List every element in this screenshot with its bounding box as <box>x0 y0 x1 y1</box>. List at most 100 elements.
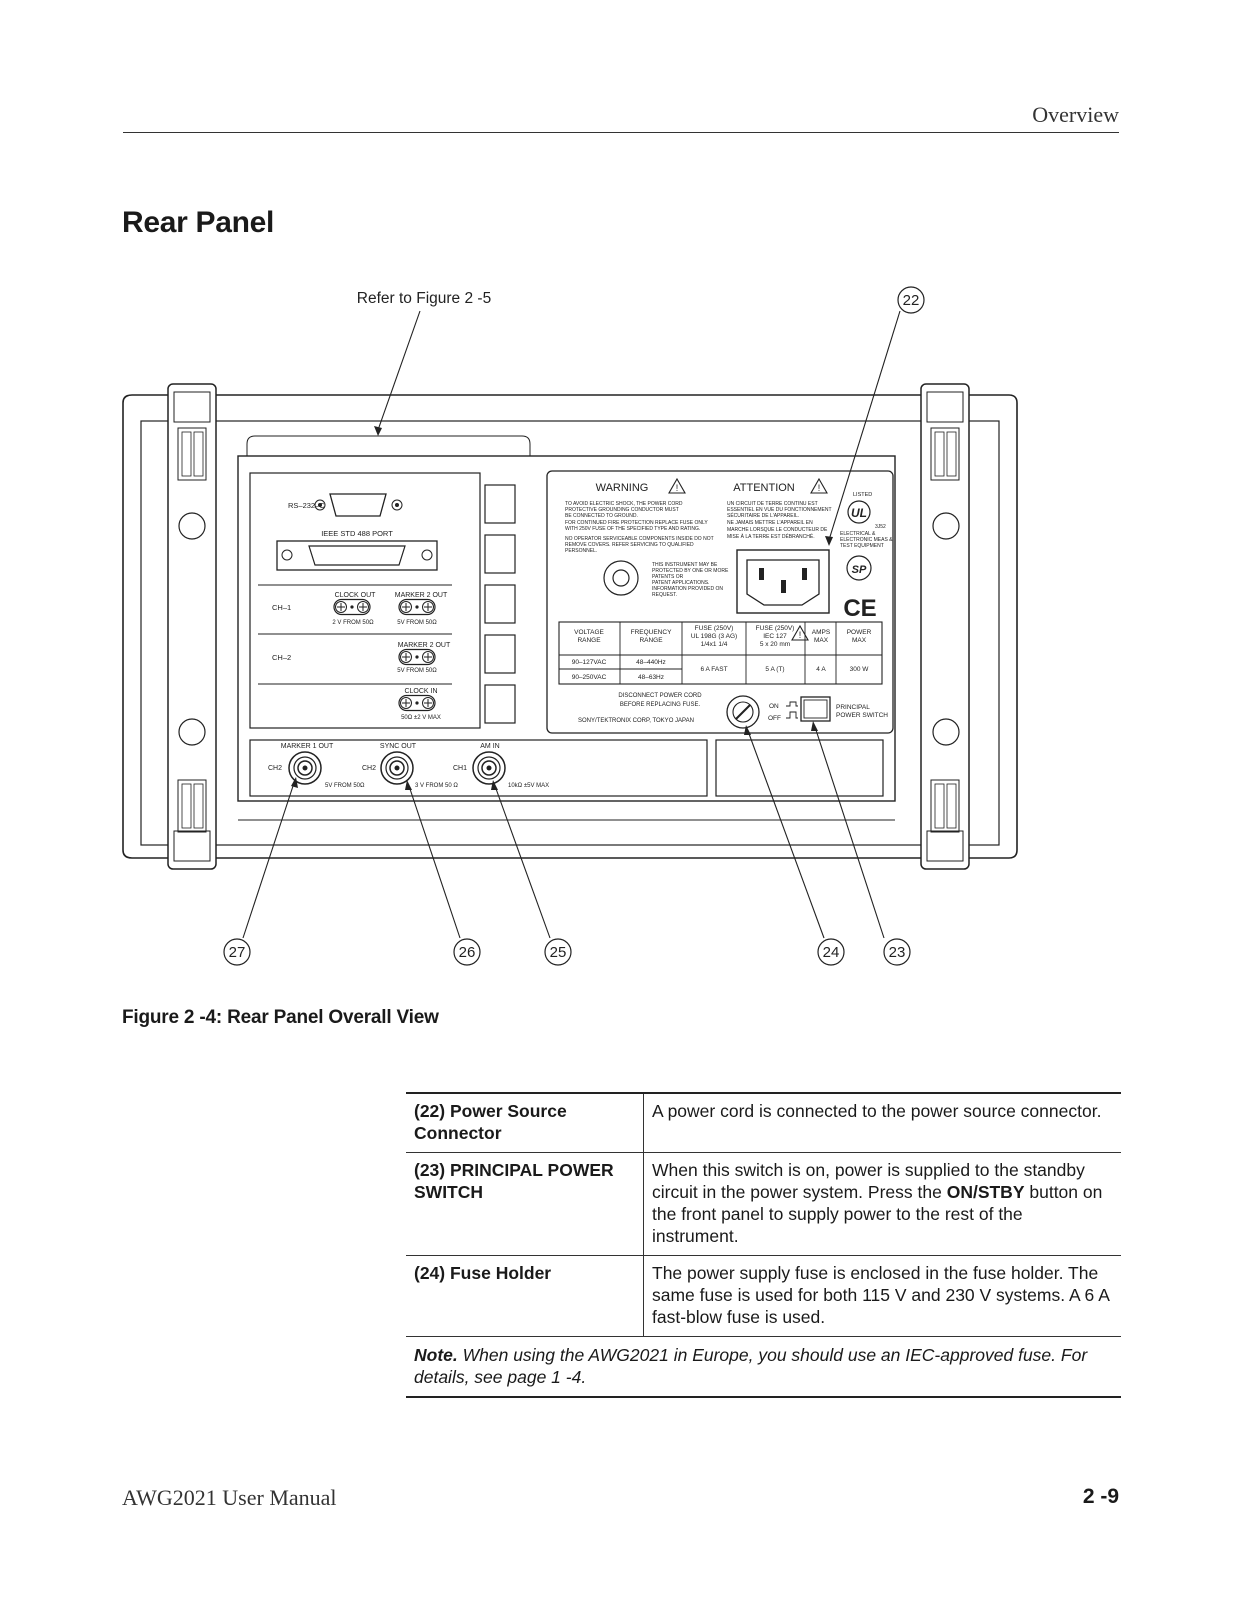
svg-text:MISE À LA TERRE EST DÉBRANCHÉ.: MISE À LA TERRE EST DÉBRANCHÉ. <box>727 533 815 540</box>
svg-text:SP: SP <box>852 564 867 576</box>
sync-ch2-label: CH2 <box>362 765 376 772</box>
instrument-outline: UL SP <box>122 383 1018 870</box>
ul-category-2: ELECTRONIC MEAS & <box>840 537 893 543</box>
svg-text:FUSE (250V): FUSE (250V) <box>695 625 734 632</box>
attention-text-block: UN CIRCUIT DE TERRE CONTINU EST ESSENTIE… <box>727 501 832 540</box>
note-row: Note. When using the AWG2021 in Europe, … <box>406 1336 1121 1398</box>
clock-out-spec: 2 V FROM 50Ω <box>332 620 374 626</box>
svg-text:MAX: MAX <box>814 637 829 644</box>
maker-label: SONY/TEKTRONIX CORP, TOKYO JAPAN <box>578 718 694 724</box>
clock-in-spec: 50Ω ±2 V MAX <box>401 715 441 721</box>
callout-27: 27 <box>223 938 251 966</box>
svg-text:RANGE: RANGE <box>639 637 663 644</box>
svg-text:24: 24 <box>823 944 840 961</box>
svg-text:PATENTS OR: PATENTS OR <box>652 574 684 580</box>
marker1-spec: 5V FROM 50Ω <box>325 783 365 789</box>
warning-text-block: TO AVOID ELECTRIC SHOCK, THE POWER CORD … <box>565 501 714 554</box>
description-cell: A power cord is connected to the power s… <box>643 1092 1121 1153</box>
am-ch1-label: CH1 <box>453 765 467 772</box>
svg-text:90–250VAC: 90–250VAC <box>572 674 607 681</box>
ch1-marker2-connector <box>398 598 436 616</box>
clock-in-label: CLOCK IN <box>404 688 437 695</box>
warning-triangle-icon <box>668 478 686 494</box>
ch2-marker2-spec: 5V FROM 50Ω <box>397 668 437 674</box>
attention-triangle-icon <box>810 478 828 494</box>
svg-text:4 A: 4 A <box>816 666 826 673</box>
callout-24: 24 <box>817 938 845 966</box>
disconnect-line-1: DISCONNECT POWER CORD <box>618 693 702 699</box>
ch2-label: CH–2 <box>272 653 291 662</box>
svg-text:TO AVOID ELECTRIC SHOCK, THE P: TO AVOID ELECTRIC SHOCK, THE POWER CORD <box>565 501 683 507</box>
description-cell: When this switch is on, power is supplie… <box>643 1152 1121 1256</box>
svg-text:REQUEST.: REQUEST. <box>652 592 677 598</box>
svg-text:23: 23 <box>889 944 906 961</box>
svg-text:PERSONNEL.: PERSONNEL. <box>565 548 597 554</box>
leader-lines <box>242 310 901 939</box>
am-spec: 10kΩ ±5V MAX <box>508 783 549 789</box>
svg-text:POWER: POWER <box>847 629 872 636</box>
svg-text:FREQUENCY: FREQUENCY <box>631 629 672 636</box>
ul-category-1: ELECTRICAL & <box>840 531 876 537</box>
ch1-label: CH–1 <box>272 603 291 612</box>
running-header: Overview <box>123 102 1119 133</box>
marker1-ch2-label: CH2 <box>268 765 282 772</box>
svg-text:THIS INSTRUMENT MAY BE: THIS INSTRUMENT MAY BE <box>652 562 718 568</box>
principal-label-2: POWER SWITCH <box>836 712 888 719</box>
am-in-label: AM IN <box>480 743 499 750</box>
fuse-warning-triangle-icon <box>791 625 809 641</box>
svg-text:300 W: 300 W <box>850 666 870 673</box>
svg-text:NO OPERATOR SERVICEABLE COMPON: NO OPERATOR SERVICEABLE COMPONENTS INSID… <box>565 536 714 542</box>
clock-out-label: CLOCK OUT <box>335 592 377 599</box>
svg-text:6 A FAST: 6 A FAST <box>700 666 727 673</box>
term-cell: (23) PRINCIPAL POWER SWITCH <box>406 1152 644 1256</box>
sync-spec: 3 V FROM 50 Ω <box>415 783 458 789</box>
on-stby-emphasis: ON/STBY <box>946 1182 1025 1202</box>
svg-text:VOLTAGE: VOLTAGE <box>574 629 604 636</box>
on-label: ON <box>769 703 779 710</box>
rs232-label: RS–232–C <box>288 501 325 510</box>
clock-in-connector <box>398 694 436 712</box>
clock-out-connector <box>333 598 371 616</box>
note-cell: Note. When using the AWG2021 in Europe, … <box>406 1336 1121 1398</box>
svg-text:48–63Hz: 48–63Hz <box>638 674 664 681</box>
callout-22: 22 <box>897 286 925 314</box>
rear-panel-figure: ! <box>122 286 1018 966</box>
svg-text:26: 26 <box>459 944 476 961</box>
warning-heading: WARNING <box>596 482 649 494</box>
svg-text:27: 27 <box>229 944 246 961</box>
spec-table-values: 90–127VAC 48–440Hz 90–250VAC 48–63Hz 6 A… <box>572 659 870 681</box>
svg-text:RANGE: RANGE <box>577 637 601 644</box>
svg-text:UL: UL <box>851 506 867 520</box>
leader-arrowheads <box>291 426 833 790</box>
svg-text:WITH 250V FUSE OF THE SPECIFIE: WITH 250V FUSE OF THE SPECIFIED TYPE AND… <box>565 526 700 532</box>
svg-text:PATENT APPLICATIONS.: PATENT APPLICATIONS. <box>652 580 709 586</box>
callout-26: 26 <box>453 938 481 966</box>
svg-text:48–440Hz: 48–440Hz <box>636 659 666 666</box>
panel-labels: RS–232–C IEEE STD 488 PORT CH–1 CH–2 CLO… <box>268 482 893 789</box>
svg-text:25: 25 <box>550 944 567 961</box>
svg-text:SÉCURITAIRE DE L'APPAREIL.: SÉCURITAIRE DE L'APPAREIL. <box>727 512 799 519</box>
refer-label: Refer to Figure 2 -5 <box>357 290 491 307</box>
svg-text:22: 22 <box>903 292 920 309</box>
ch1-marker2-spec: 5V FROM 50Ω <box>397 620 437 626</box>
description-cell: The power supply fuse is enclosed in the… <box>643 1255 1121 1337</box>
ce-mark-icon: CE <box>843 595 876 622</box>
svg-text:INFORMATION PROVIDED ON: INFORMATION PROVIDED ON <box>652 586 723 592</box>
table-row: (23) PRINCIPAL POWER SWITCH When this sw… <box>406 1152 1121 1256</box>
page-title: Rear Panel <box>122 206 275 239</box>
table-row: (22) Power Source Connector A power cord… <box>406 1092 1121 1153</box>
ul-number: 3J52 <box>875 524 886 530</box>
note-text: When using the AWG2021 in Europe, you sh… <box>414 1345 1088 1387</box>
svg-text:1/4x1 1/4: 1/4x1 1/4 <box>701 641 728 648</box>
svg-text:90–127VAC: 90–127VAC <box>572 659 607 666</box>
svg-text:MARCHE LORSQUE LE CONDUCTEUR D: MARCHE LORSQUE LE CONDUCTEUR DE <box>727 527 828 533</box>
svg-text:UN CIRCUIT DE TERRE CONTINU ES: UN CIRCUIT DE TERRE CONTINU EST <box>727 501 818 507</box>
ch2-marker2-label: MARKER 2 OUT <box>398 642 451 649</box>
off-label: OFF <box>768 715 781 722</box>
principal-label-1: PRINCIPAL <box>836 704 870 711</box>
ch2-marker2-connector <box>398 648 436 666</box>
term-cell: (24) Fuse Holder <box>406 1255 644 1337</box>
listed-label: LISTED <box>853 492 872 498</box>
svg-text:FUSE (250V): FUSE (250V) <box>756 625 795 632</box>
svg-text:IEC 127: IEC 127 <box>763 633 787 640</box>
